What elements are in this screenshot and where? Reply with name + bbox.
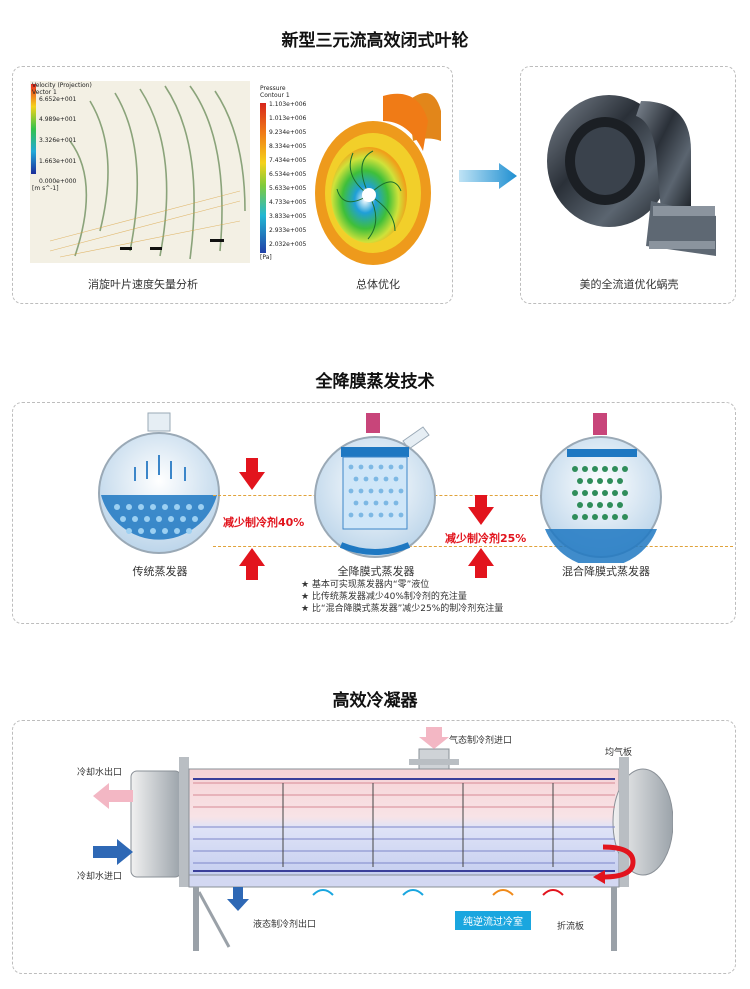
section2-title: 全降膜蒸发技术 (315, 372, 435, 392)
velocity-value-1: 4.989e+001 (39, 116, 77, 123)
condenser-image (130, 727, 673, 951)
velocity-vector-image (30, 81, 250, 263)
pressure-value-0: 1.103e+006 (269, 101, 307, 108)
note-item: ★ 比传统蒸发器减少40%制冷剂的充注量 (301, 592, 467, 602)
caption-falling-film-evaporator: 全降膜式蒸发器 (337, 565, 415, 578)
pressure-value-3: 8.334e+005 (269, 143, 307, 150)
note-item: ★ 比“混合降膜式蒸发器”减少25%的制冷剂充注量 (301, 604, 504, 614)
pressure-value-5: 6.534e+005 (269, 171, 307, 178)
volute-casing-image (547, 95, 716, 256)
caption-hybrid-evaporator: 混合降膜式蒸发器 (562, 565, 650, 578)
pressure-value-9: 2.933e+005 (269, 227, 307, 234)
right-arrow-icon (459, 163, 517, 189)
equalizer-plate-label: 均气板 (605, 748, 633, 758)
section3-title: 高效冷凝器 (332, 691, 418, 711)
velocity-value-4: 0.000e+000 (39, 178, 77, 185)
pressure-legend-sub: Contour 1 (260, 91, 290, 99)
velocity-value-3: 1.663e+001 (39, 158, 77, 165)
left-arrow-icon (93, 783, 133, 809)
velocity-value-2: 3.326e+001 (39, 137, 77, 144)
baffle-label: 折流板 (557, 922, 585, 932)
section1-title: 新型三元流高效闭式叶轮 (281, 31, 469, 51)
pressure-value-4: 7.434e+005 (269, 157, 307, 164)
volute-panel: 美的全流道优化蜗壳 (520, 66, 736, 304)
caption-volute: 美的全流道优化蜗壳 (579, 278, 679, 291)
evaporator-panel: 减少制冷剂40% 减少制冷剂25% (12, 402, 736, 624)
condenser-panel: 冷却水出口 冷却水进口 气态制冷剂进口 均气板 液态制冷剂出口 纯逆流过冷室 折… (12, 720, 736, 974)
pressure-unit: [Pa] (260, 254, 272, 261)
hybrid-evaporator-image (540, 413, 662, 563)
down-arrow-icon-left (239, 458, 265, 490)
impeller-analysis-panel: Velocity (Projection) Vector 1 6.652e+00… (12, 66, 453, 304)
pressure-value-7: 4.733e+005 (269, 199, 307, 206)
pressure-contour-image (315, 93, 441, 265)
caption-velocity-analysis: 消旋叶片速度矢量分析 (88, 278, 198, 291)
caption-overall-optimization: 总体优化 (356, 278, 400, 291)
velocity-legend-title: Velocity (Projection) (32, 82, 92, 89)
pressure-value-10: 2.032e+005 (269, 241, 307, 248)
pressure-value-8: 3.833e+005 (269, 213, 307, 220)
note-item: ★ 基本可实现蒸发器内“零”液位 (301, 580, 430, 590)
velocity-value-0: 6.652e+001 (39, 96, 77, 103)
reduce-25-label: 减少制冷剂25% (445, 532, 527, 545)
cooling-water-outlet-label: 冷却水出口 (77, 768, 123, 778)
up-arrow-icon-right (468, 548, 494, 578)
pressure-value-6: 5.633e+005 (269, 185, 307, 192)
cooling-water-inlet-label: 冷却水进口 (77, 872, 123, 882)
falling-film-evaporator-image (314, 413, 436, 558)
right-arrow-icon-blue (93, 839, 133, 865)
up-arrow-icon-left (239, 548, 265, 580)
liquid-refrigerant-outlet-label: 液态制冷剂出口 (253, 920, 317, 930)
level-line-bottom (213, 546, 733, 547)
caption-traditional-evaporator: 传统蒸发器 (132, 565, 188, 578)
traditional-evaporator-image (98, 412, 220, 554)
counterflow-subcooler-tag: 纯逆流过冷室 (455, 911, 531, 930)
pressure-legend-title: Pressure (260, 85, 286, 92)
evaporator-notes: ★ 基本可实现蒸发器内“零”液位 ★ 比传统蒸发器减少40%制冷剂的充注量 ★ … (301, 579, 503, 615)
pressure-color-bar (260, 103, 266, 253)
pressure-value-1: 1.013e+006 (269, 115, 307, 122)
pressure-value-2: 9.234e+005 (269, 129, 307, 136)
down-arrow-icon-right (468, 495, 494, 525)
gas-refrigerant-inlet-label: 气态制冷剂进口 (449, 736, 513, 746)
velocity-legend-sub: Vector 1 (32, 88, 57, 96)
reduce-40-label: 减少制冷剂40% (223, 516, 305, 529)
velocity-unit: [m s^-1] (32, 185, 59, 192)
